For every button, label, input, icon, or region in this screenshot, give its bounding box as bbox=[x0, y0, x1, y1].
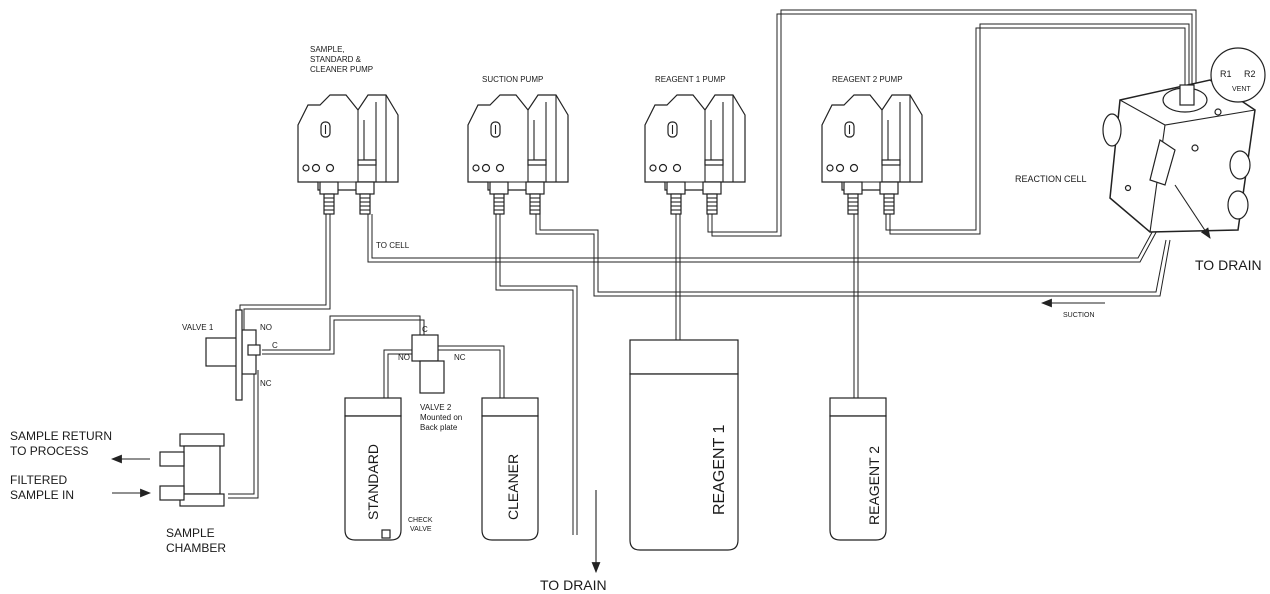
valve2-nc: NC bbox=[454, 353, 466, 362]
check-valve-line2: VALVE bbox=[410, 526, 432, 533]
check-valve-line1: CHECK bbox=[408, 517, 433, 524]
valve2-label-line2: Mounted on bbox=[420, 413, 462, 422]
to-drain-bottom-label: TO DRAIN bbox=[540, 577, 607, 593]
reagent1-bottle: REAGENT 1 bbox=[629, 339, 739, 551]
sample-return-line1: SAMPLE RETURN bbox=[10, 429, 112, 443]
sample-chamber-label-line1: SAMPLE bbox=[166, 526, 215, 540]
reagent1-bottle-label: REAGENT 1 bbox=[711, 425, 728, 516]
vent-label: VENT bbox=[1232, 86, 1251, 93]
sample-return-line2: TO PROCESS bbox=[10, 444, 88, 458]
suction-pump: SUCTION PUMP bbox=[467, 75, 569, 215]
sample-chamber: SAMPLE RETURN TO PROCESS FILTERED SAMPLE… bbox=[10, 429, 226, 555]
valve1-label: VALVE 1 bbox=[182, 323, 214, 332]
pump-label-line1: SAMPLE, bbox=[310, 45, 345, 54]
reaction-cell-label: REACTION CELL bbox=[1015, 174, 1087, 184]
sample-chamber-label-line2: CHAMBER bbox=[166, 541, 226, 555]
valve2-no: NO bbox=[398, 353, 410, 362]
standard-bottle-label: STANDARD bbox=[365, 444, 381, 520]
valve1-nc: NC bbox=[260, 379, 272, 388]
pump-label-line3: CLEANER PUMP bbox=[310, 65, 373, 74]
suction-label: SUCTION bbox=[1063, 312, 1095, 319]
suction-pump-label: SUCTION PUMP bbox=[482, 75, 543, 84]
valve1: VALVE 1 NO C NC bbox=[182, 309, 278, 401]
reagent1-pump-label: REAGENT 1 PUMP bbox=[655, 75, 726, 84]
r2-label: R2 bbox=[1244, 69, 1256, 79]
valve2-label-line3: Back plate bbox=[420, 423, 458, 432]
valve2-label-line1: VALVE 2 bbox=[420, 403, 452, 412]
cleaner-bottle: CLEANER bbox=[481, 397, 539, 541]
cleaner-bottle-label: CLEANER bbox=[505, 454, 521, 520]
valve1-c: C bbox=[272, 341, 278, 350]
to-cell-label: TO CELL bbox=[376, 241, 410, 250]
reaction-cell: REACTION CELL TO DRAIN R1 R2 VENT bbox=[1015, 47, 1266, 273]
tubing: TO CELL SUCTION TO DRAIN bbox=[228, 9, 1197, 593]
standard-bottle: STANDARD CHECK VALVE bbox=[344, 397, 433, 541]
valve1-no: NO bbox=[260, 323, 272, 332]
filtered-in-line2: SAMPLE IN bbox=[10, 488, 74, 502]
reagent2-bottle-label: REAGENT 2 bbox=[866, 446, 882, 525]
r1-label: R1 bbox=[1220, 69, 1232, 79]
reagent2-bottle: REAGENT 2 bbox=[829, 397, 887, 541]
reagent1-pump: REAGENT 1 PUMP bbox=[644, 75, 746, 215]
valve2-c: C bbox=[422, 325, 428, 334]
pump-label-line2: STANDARD & bbox=[310, 55, 362, 64]
filtered-in-line1: FILTERED bbox=[10, 473, 67, 487]
reagent2-pump-label: REAGENT 2 PUMP bbox=[832, 75, 903, 84]
sample-standard-cleaner-pump: SAMPLE, STANDARD & CLEANER PUMP bbox=[297, 45, 399, 215]
reagent2-pump: REAGENT 2 PUMP bbox=[821, 75, 923, 215]
reaction-cell-drain: TO DRAIN bbox=[1195, 257, 1262, 273]
valve2: C NO NC VALVE 2 Mounted on Back plate bbox=[398, 325, 466, 432]
